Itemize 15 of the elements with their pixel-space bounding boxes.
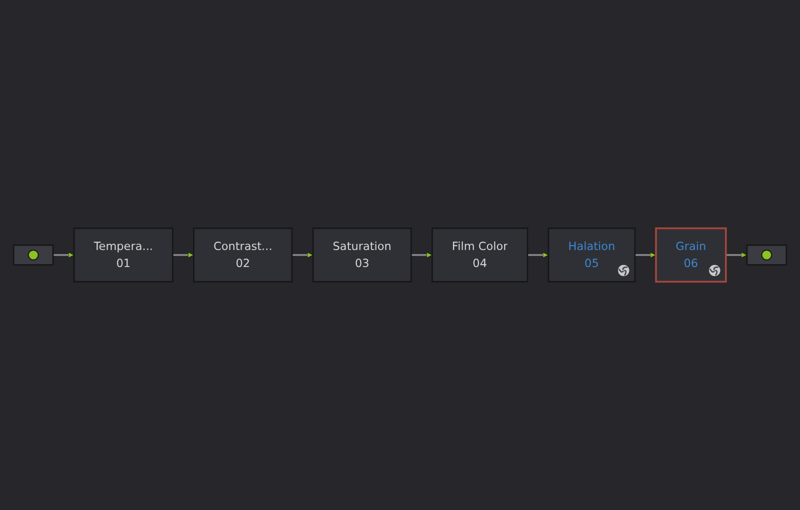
node-box: Tempera... 01: [73, 228, 174, 282]
arrow: [53, 252, 74, 258]
node-box: Grain 06: [655, 227, 727, 283]
node-box: Halation 05: [548, 228, 636, 282]
node-box: Film Color 04: [432, 228, 528, 282]
arrow: [292, 252, 314, 258]
arrow: [726, 252, 748, 258]
node-box: [746, 244, 788, 266]
node-box: Contrast... 02: [193, 228, 293, 282]
arrow: [172, 252, 194, 258]
arrow: [527, 252, 549, 258]
arrow: [411, 252, 433, 258]
node-box: [12, 244, 54, 266]
node-box: Saturation 03: [312, 228, 412, 282]
arrow: [634, 252, 656, 258]
